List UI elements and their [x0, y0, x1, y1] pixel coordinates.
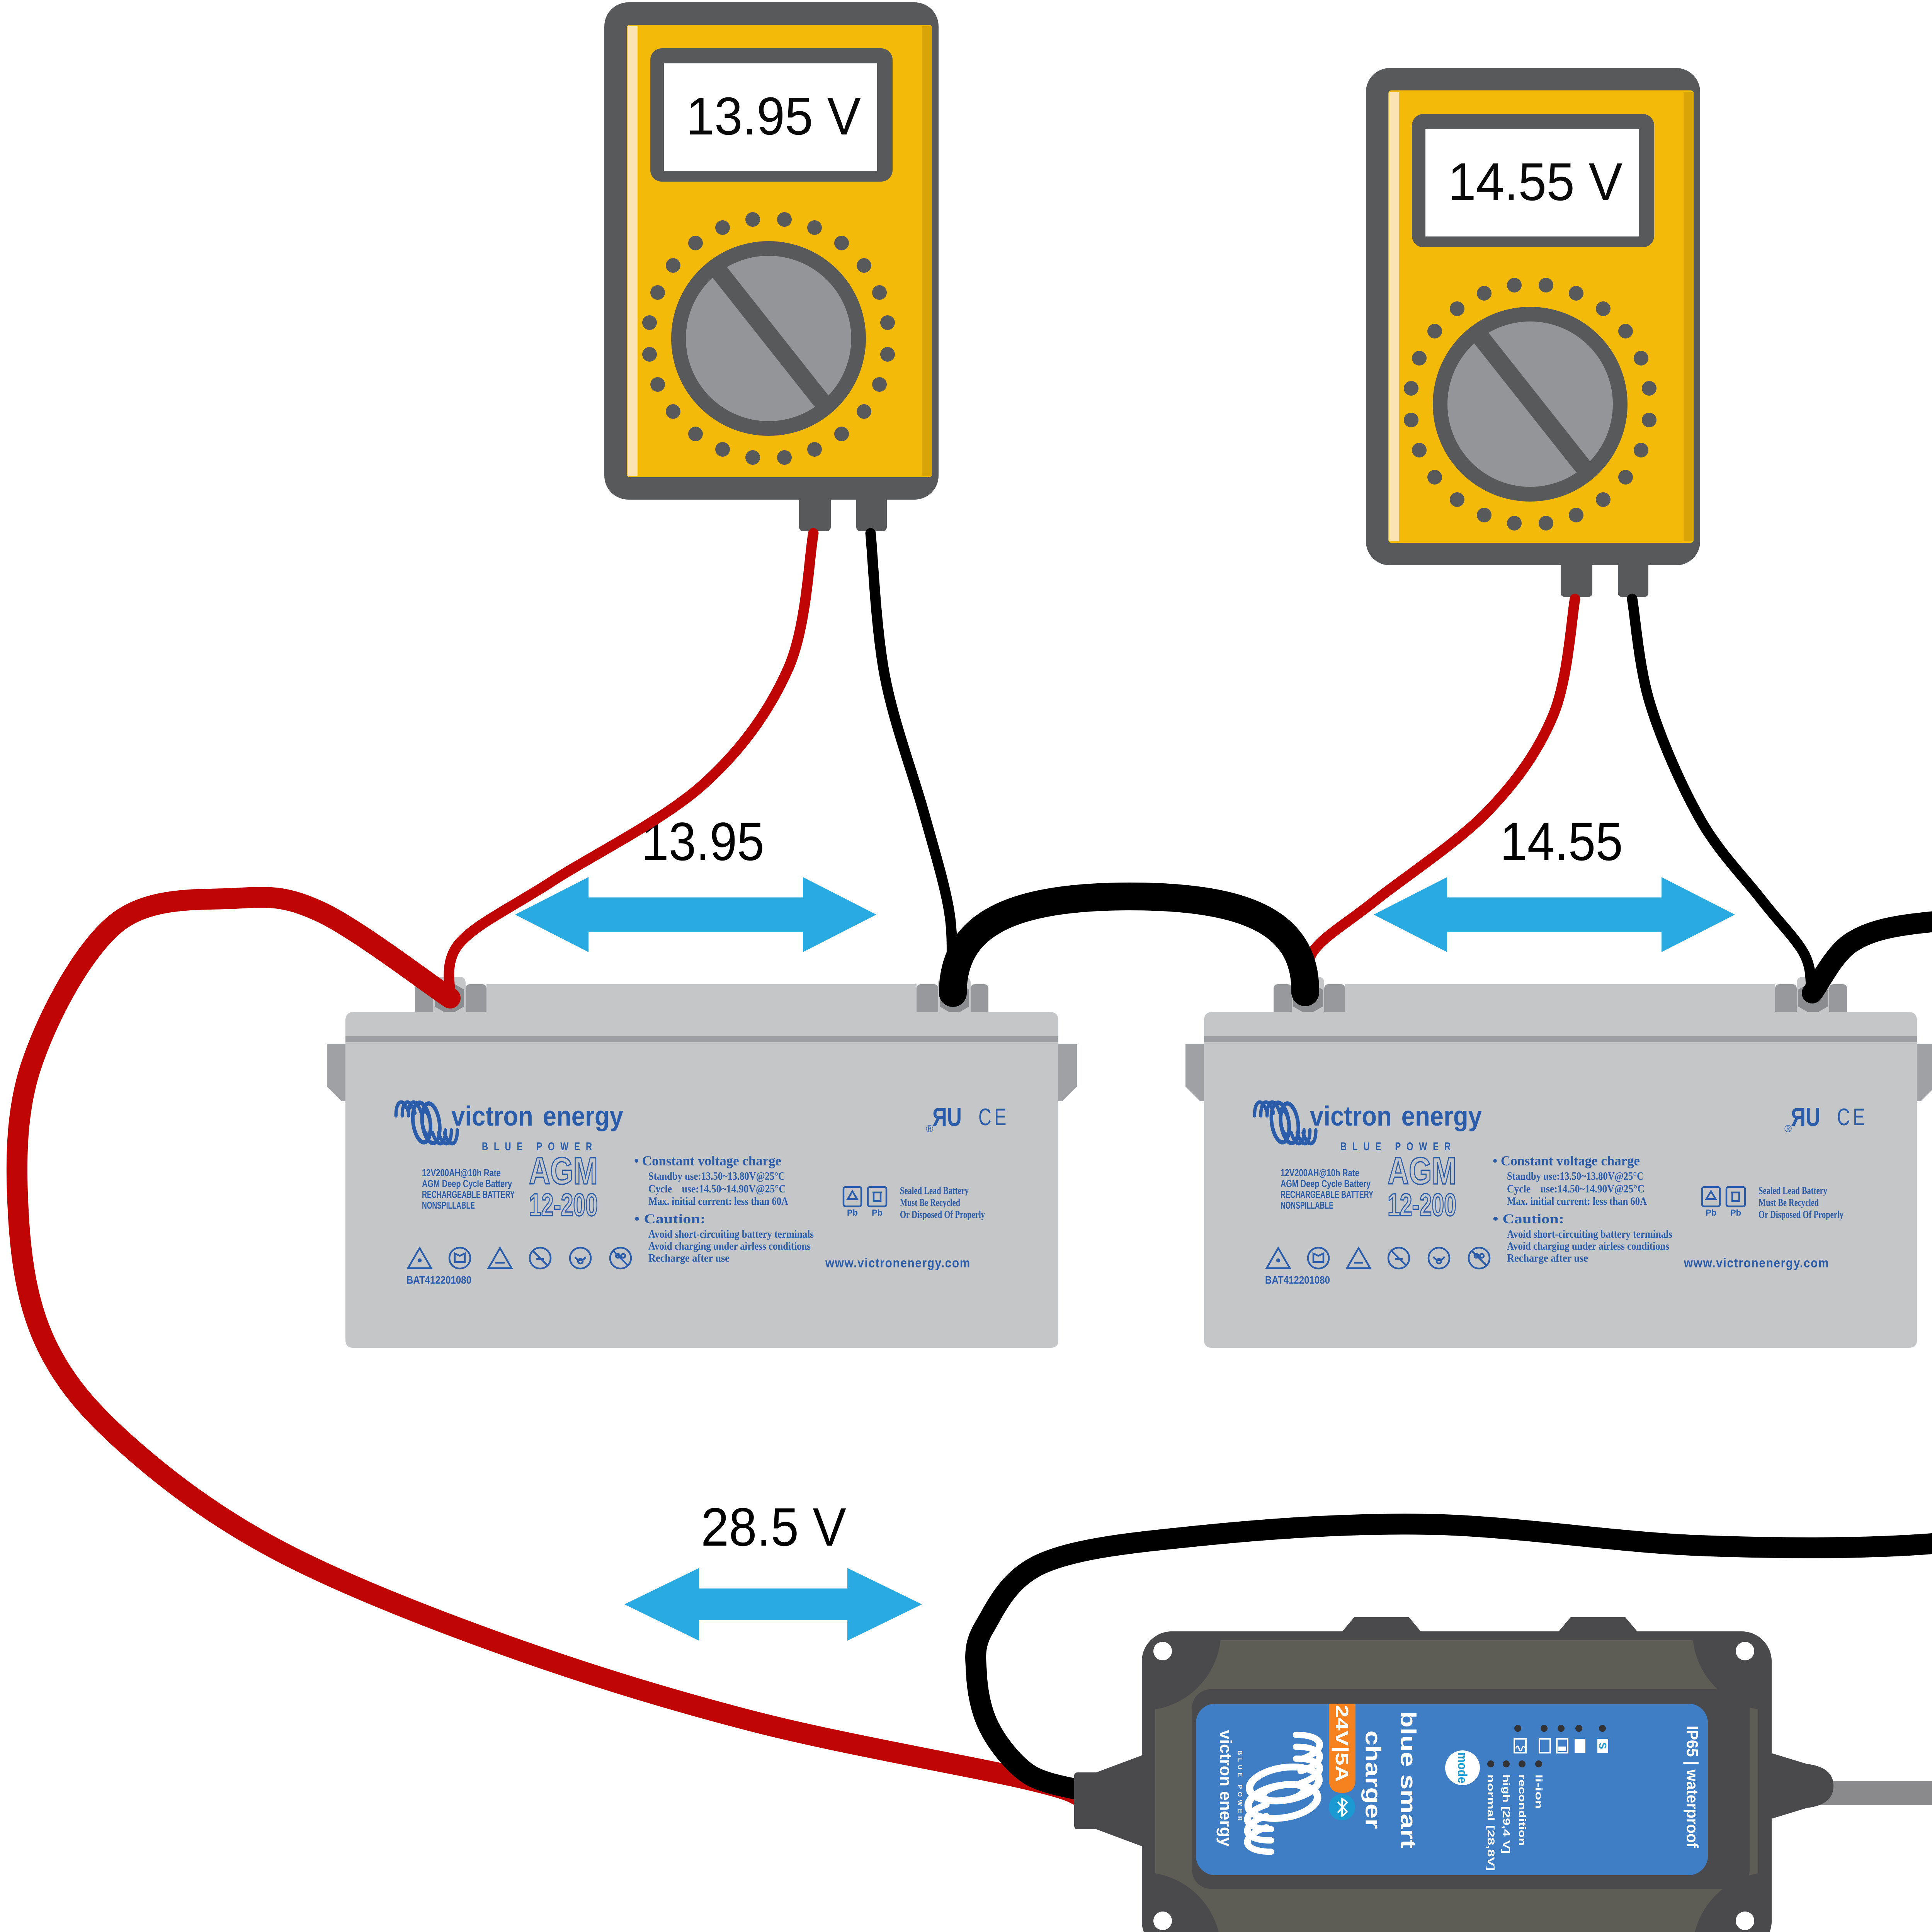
- svg-text:24V|5A: 24V|5A: [1332, 1705, 1352, 1782]
- svg-text:28.5 V: 28.5 V: [701, 1497, 846, 1557]
- svg-text:mode: mode: [1456, 1752, 1470, 1783]
- svg-text:blue smart: blue smart: [1396, 1711, 1421, 1849]
- svg-text:charger: charger: [1361, 1731, 1386, 1829]
- svg-text:BLUE POWER: BLUE POWER: [1236, 1750, 1244, 1824]
- svg-text:14.55 V: 14.55 V: [1448, 152, 1622, 212]
- svg-text:high [29,4 V]: high [29,4 V]: [1501, 1774, 1512, 1854]
- svg-text:normal [28,8V]: normal [28,8V]: [1485, 1774, 1496, 1871]
- svg-text:victron energy: victron energy: [1216, 1730, 1235, 1847]
- svg-text:IP65 | waterproof: IP65 | waterproof: [1683, 1726, 1702, 1848]
- svg-text:S: S: [1597, 1742, 1609, 1749]
- svg-text:14.55: 14.55: [1500, 811, 1623, 872]
- svg-text:li-ion: li-ion: [1533, 1774, 1544, 1809]
- svg-text:recondition: recondition: [1517, 1774, 1527, 1846]
- svg-text:13.95 V: 13.95 V: [686, 87, 861, 146]
